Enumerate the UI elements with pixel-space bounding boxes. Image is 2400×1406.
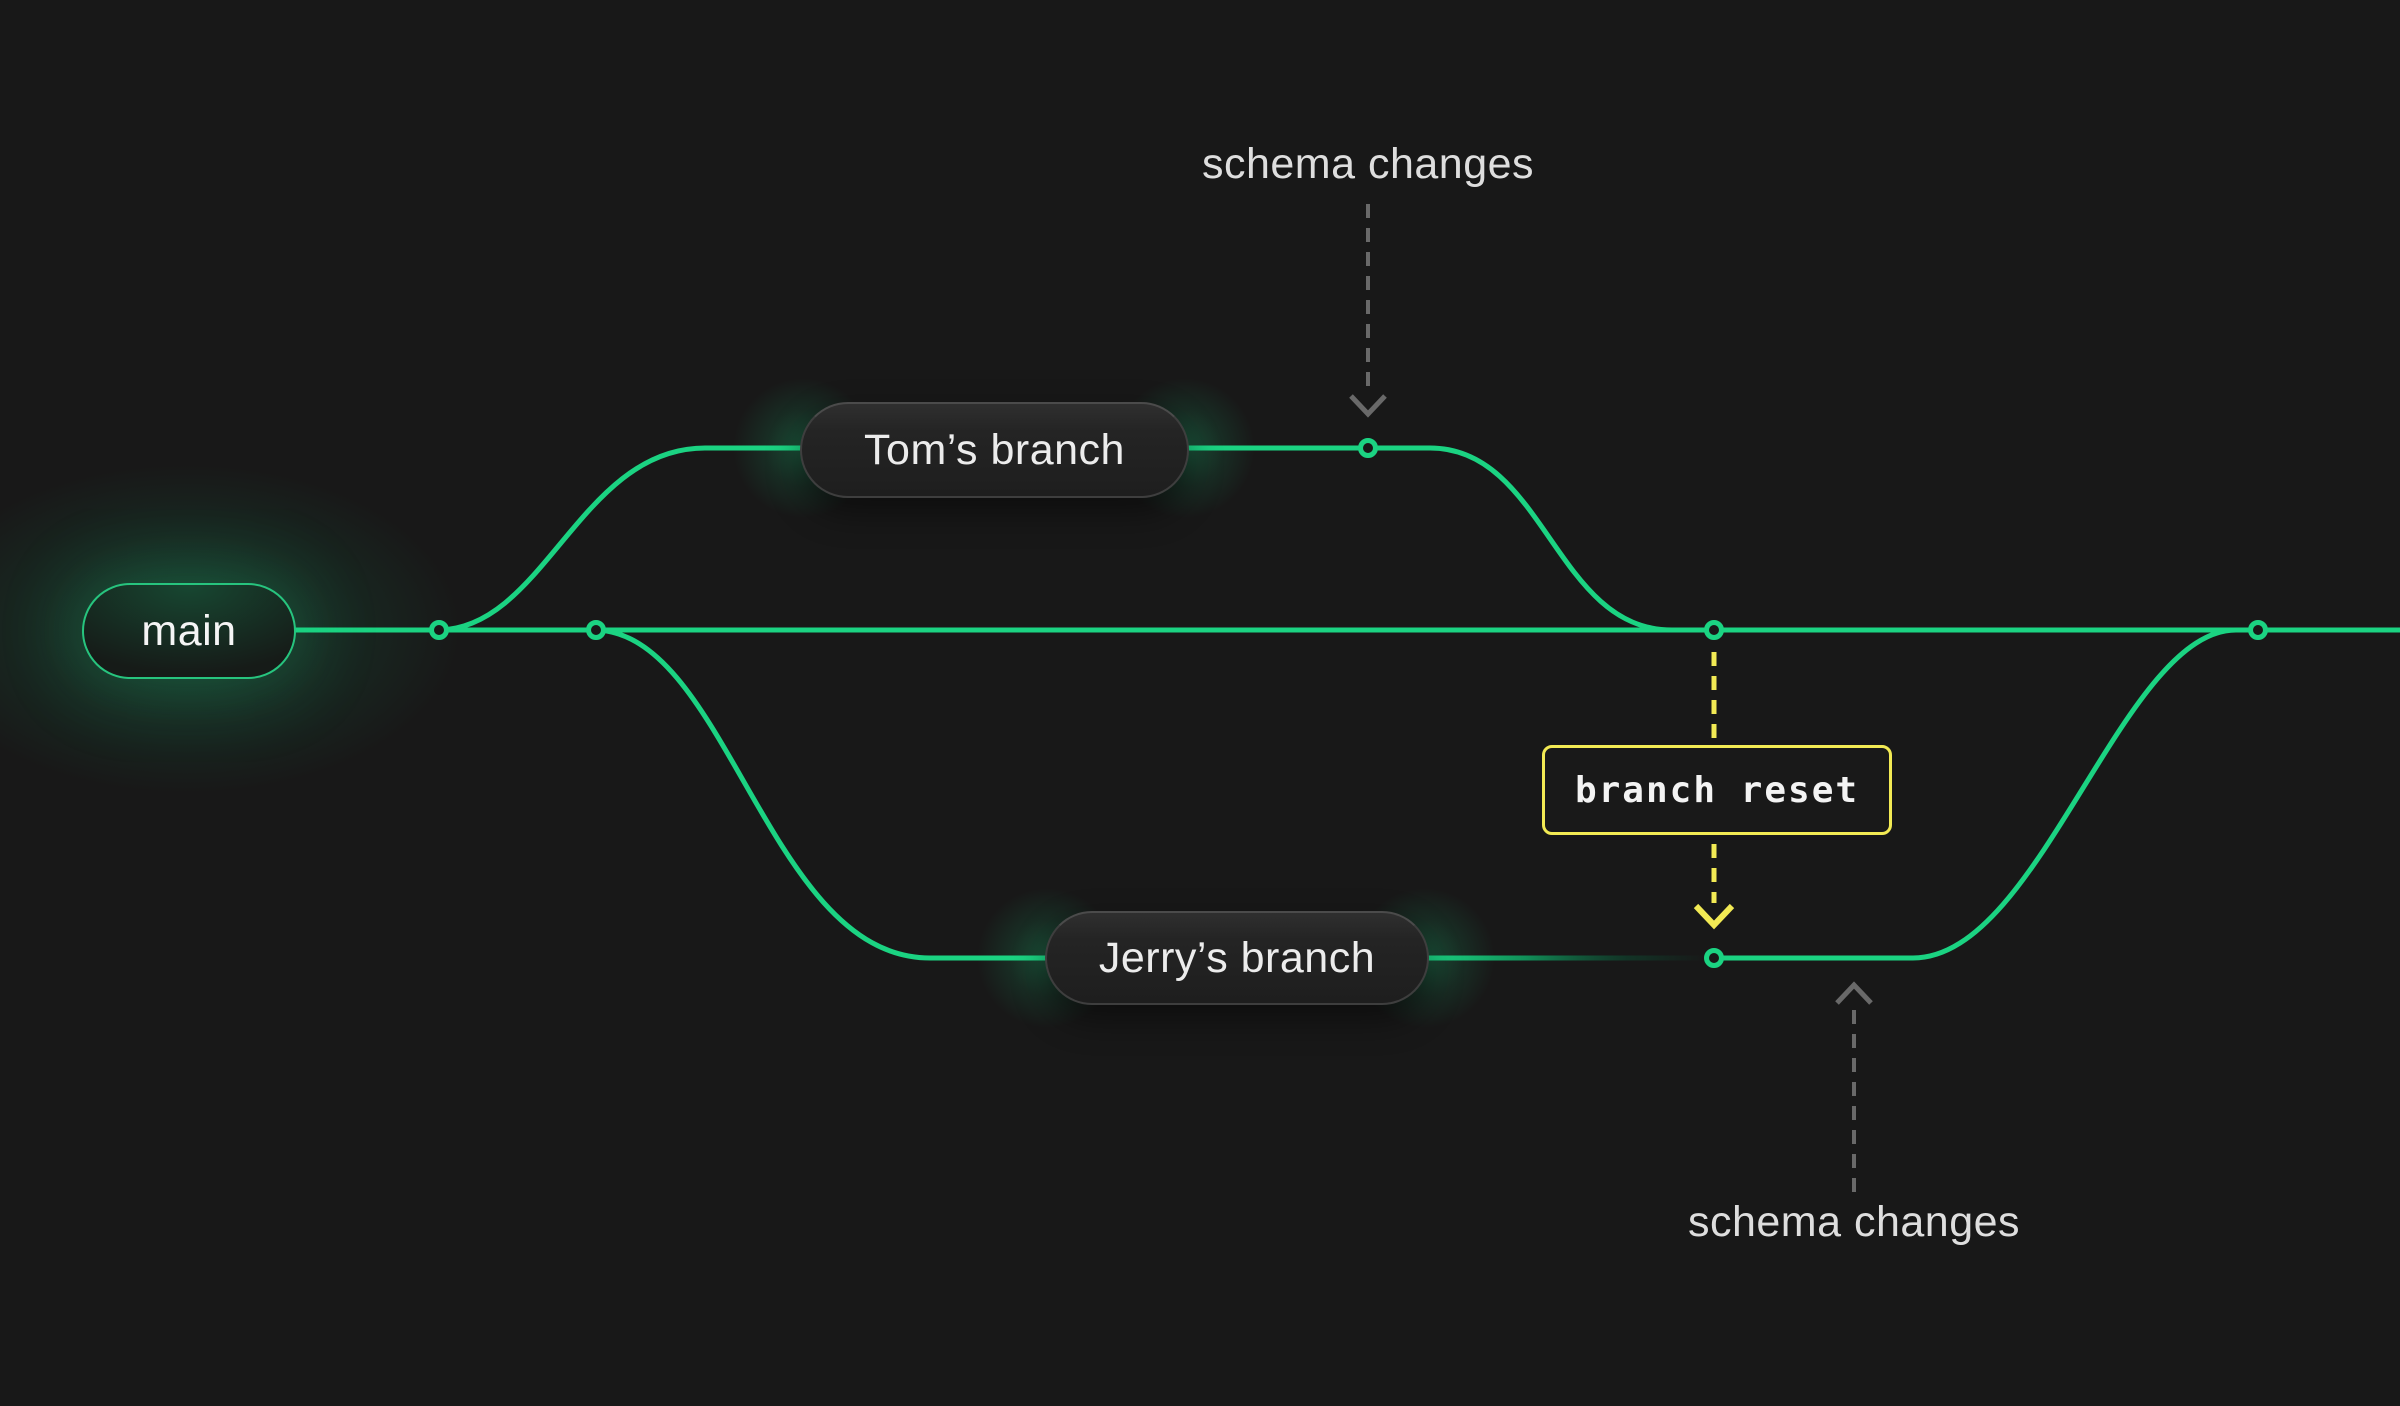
branch-reset-badge: branch reset bbox=[1542, 745, 1892, 835]
arrow-up-gray-icon bbox=[1835, 981, 1873, 1005]
jerry-branch-pill: Jerry’s branch bbox=[1045, 911, 1429, 1005]
commit-node-tom-schema-change bbox=[1358, 438, 1378, 458]
commit-node-main-merge bbox=[2248, 620, 2268, 640]
tom-branch-pill: Tom’s branch bbox=[800, 402, 1189, 498]
arrow-down-yellow-icon bbox=[1693, 903, 1735, 930]
schema-changes-label-top: schema changes bbox=[1201, 140, 1535, 188]
jerry-branch-merge-line bbox=[1714, 627, 2237, 961]
commit-node-main-2 bbox=[586, 620, 606, 640]
arrow-down-gray-icon bbox=[1349, 394, 1387, 418]
commit-node-jerry-reset-target bbox=[1704, 948, 1724, 968]
main-branch-pill: main bbox=[82, 583, 296, 679]
commit-node-main-1 bbox=[429, 620, 449, 640]
commit-node-main-reset-source bbox=[1704, 620, 1724, 640]
schema-changes-label-bottom: schema changes bbox=[1687, 1198, 2021, 1246]
jerry-branch-split-line bbox=[595, 627, 1425, 961]
